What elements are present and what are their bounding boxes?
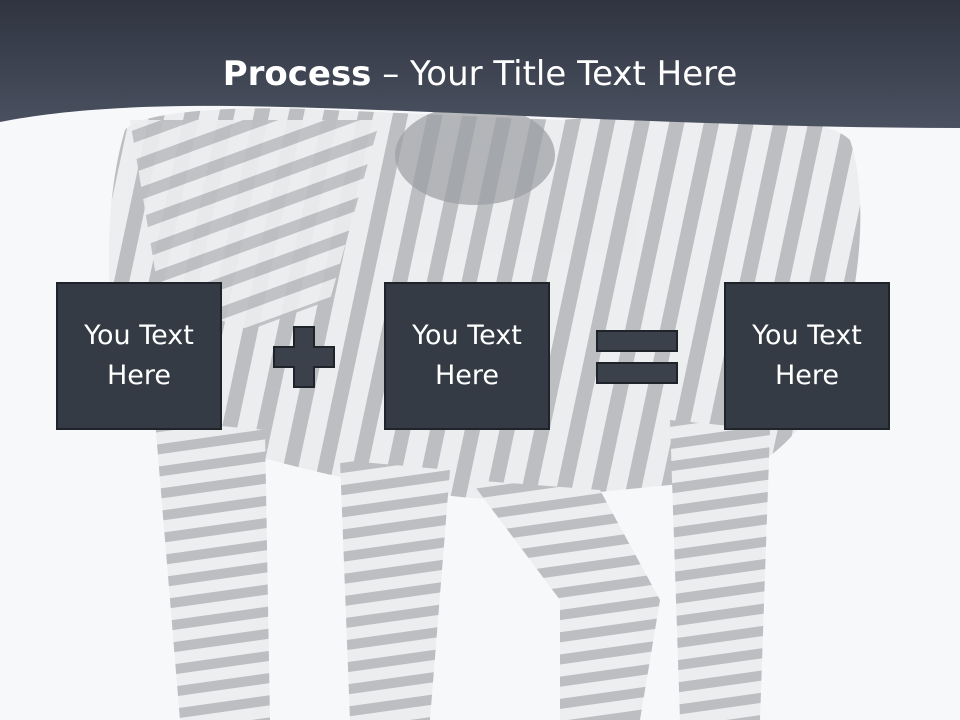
process-box-3-text: You Text Here <box>752 320 862 391</box>
equals-icon <box>596 330 678 384</box>
slide-title: Process – Your Title Text Here <box>0 50 960 98</box>
slide-title-bold: Process <box>222 54 372 94</box>
process-box-3[interactable]: You Text Here <box>724 282 890 430</box>
slide-title-rest: – Your Title Text Here <box>371 54 738 94</box>
plus-icon <box>273 326 335 388</box>
header-banner <box>0 0 960 128</box>
process-box-2[interactable]: You Text Here <box>384 282 550 430</box>
process-box-1[interactable]: You Text Here <box>56 282 222 430</box>
process-box-2-text: You Text Here <box>412 320 522 391</box>
process-box-1-text: You Text Here <box>84 320 194 391</box>
